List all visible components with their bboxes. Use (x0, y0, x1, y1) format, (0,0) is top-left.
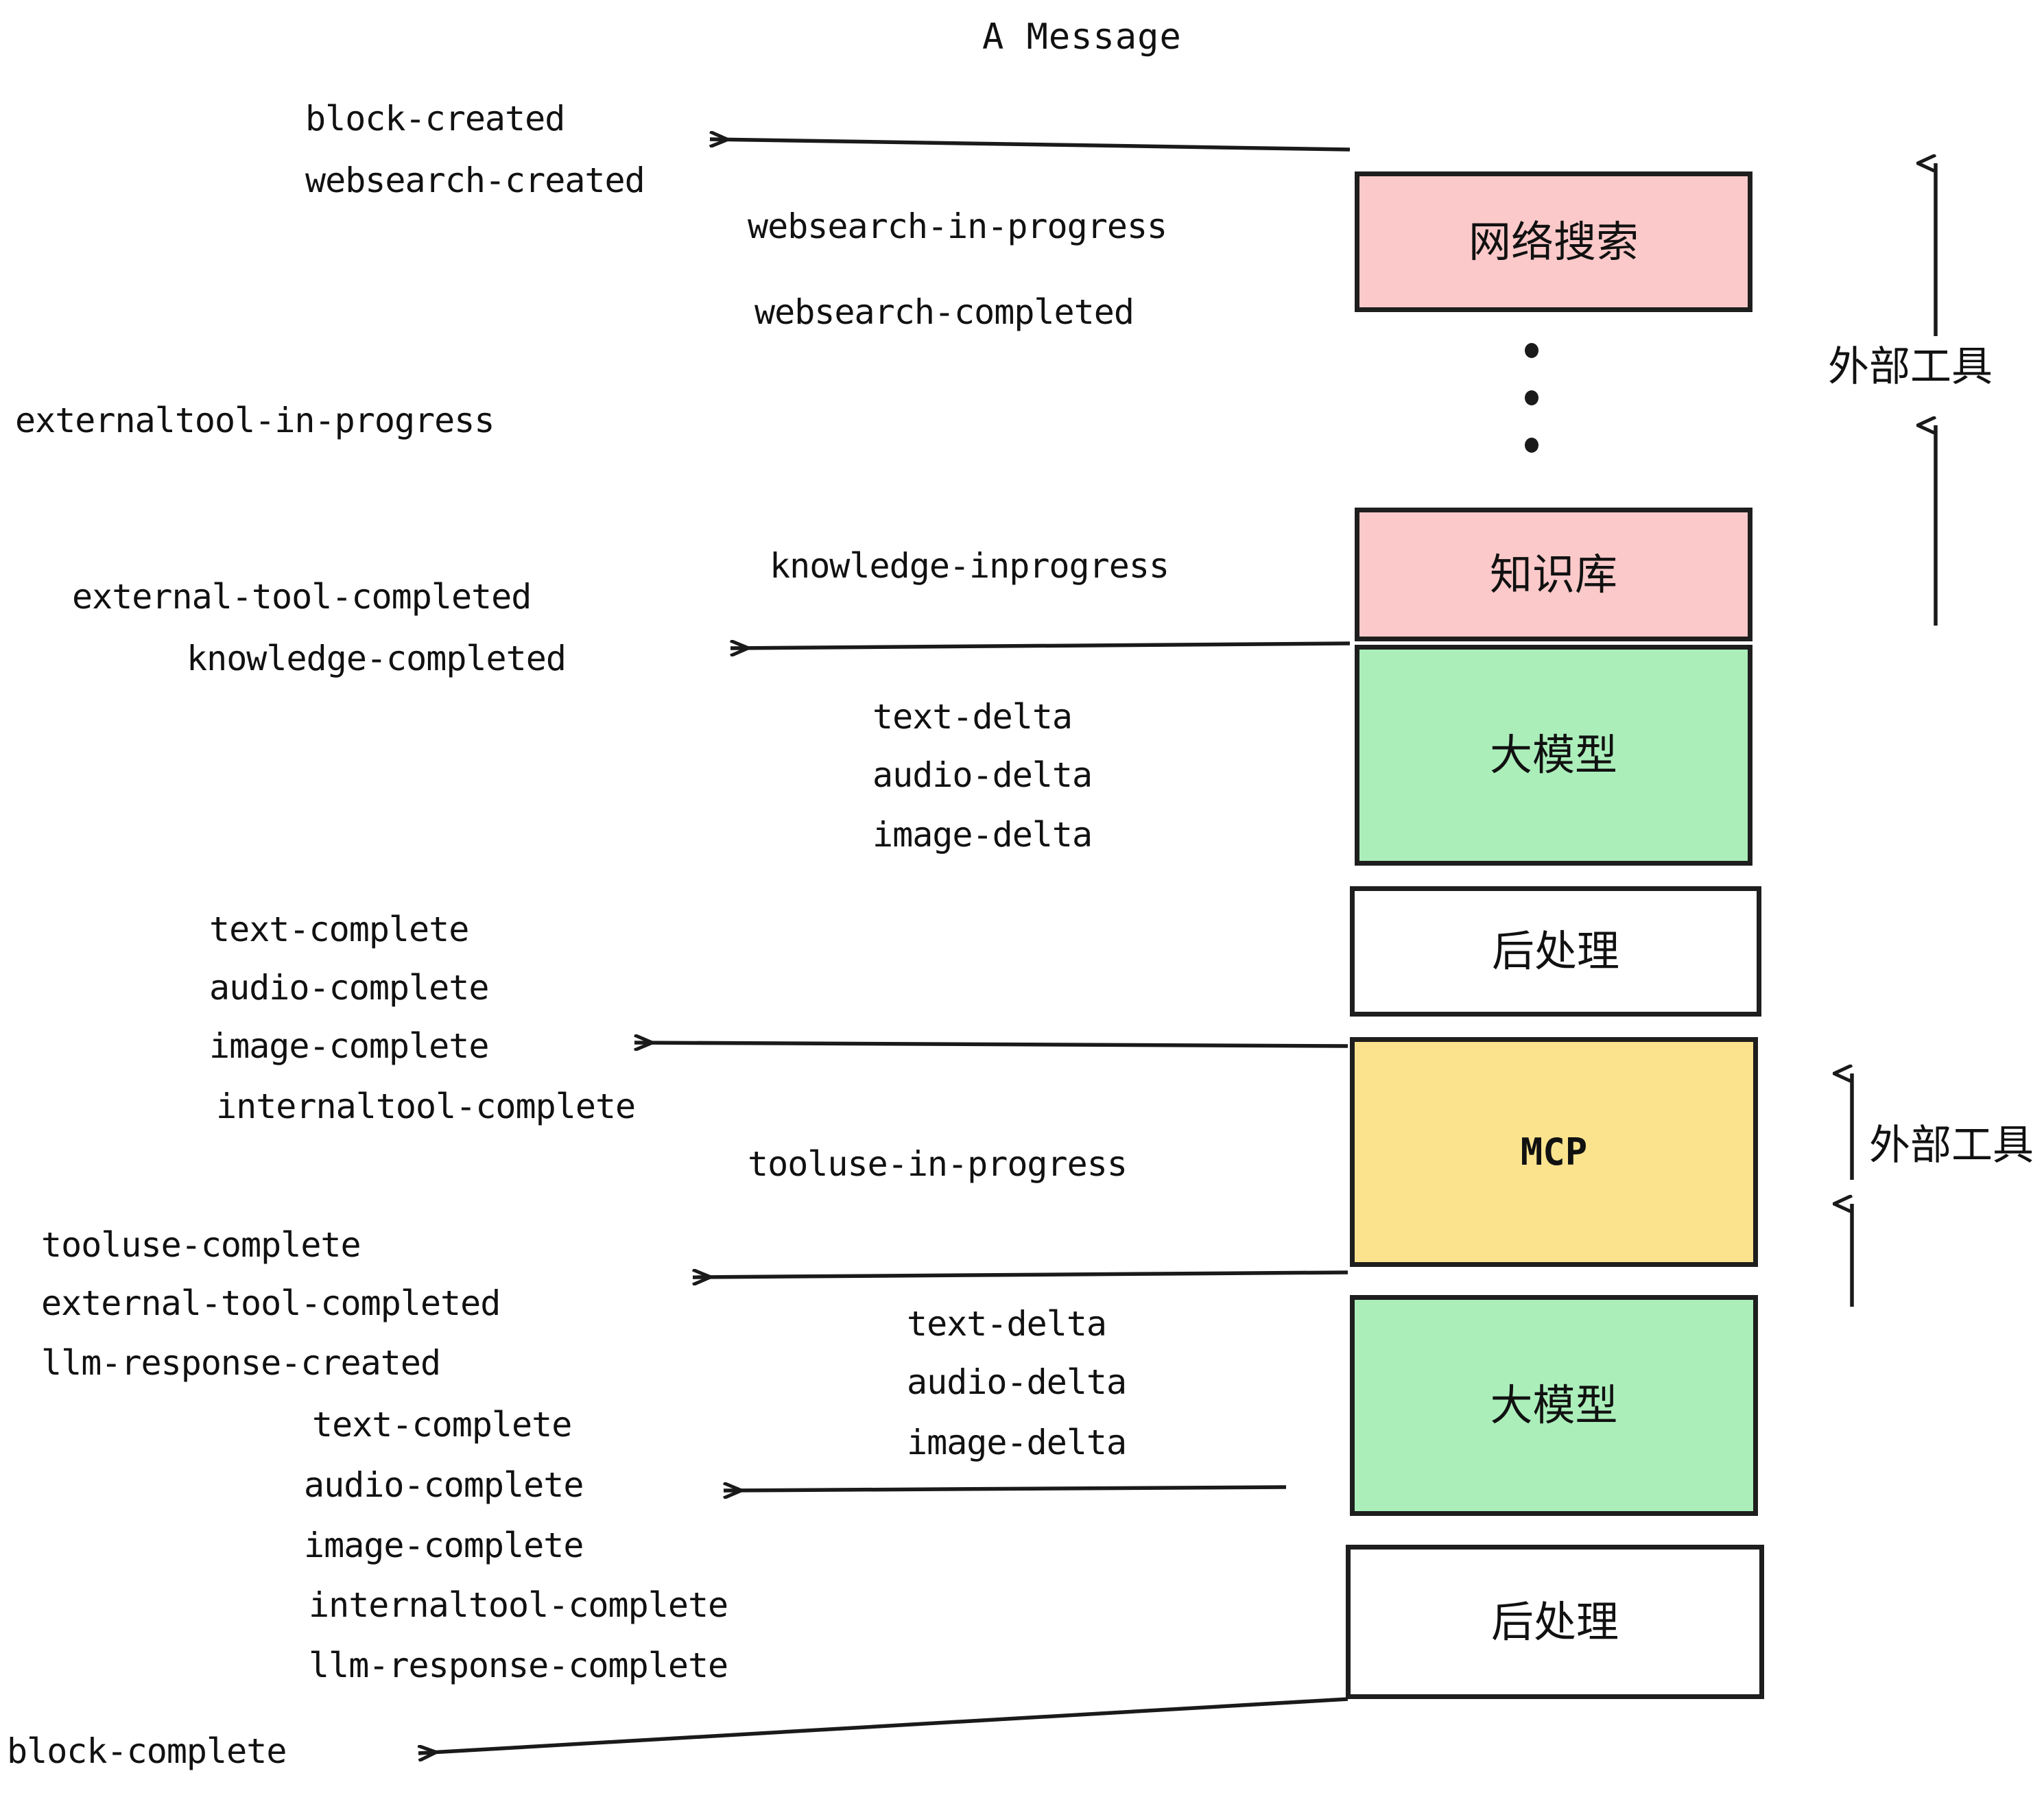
event-knowledge-inprogress: knowledge-inprogress (770, 546, 1169, 586)
arrow-knowledge-to-knowledge-completed (730, 643, 1351, 648)
label-external-tool-top: 外部工具 (1828, 343, 1993, 391)
ellipsis-dots (1524, 343, 1539, 453)
event-audio-complete-2: audio-complete (304, 1465, 584, 1505)
event-llm-response-complete: llm-response-complete (309, 1646, 728, 1685)
event-tooluse-complete: tooluse-complete (41, 1225, 361, 1265)
event-external-tool-completed-1: external-tool-completed (72, 577, 532, 617)
box-llm-bottom-label: 大模型 (1490, 1380, 1618, 1430)
box-mcp[interactable]: MCP (1350, 1037, 1758, 1267)
arrow-postprocess-to-image-complete (634, 1043, 1348, 1046)
event-internaltool-complete-1: internaltool-complete (216, 1087, 636, 1126)
event-knowledge-completed: knowledge-completed (187, 639, 567, 678)
arrow-mcp-to-tooluse-complete (693, 1272, 1348, 1277)
event-external-tool-completed-2: external-tool-completed (41, 1283, 501, 1323)
page-title: A Message (982, 16, 1182, 58)
box-postprocess-bottom-label: 后处理 (1490, 1596, 1619, 1647)
event-websearch-completed: websearch-completed (754, 292, 1134, 332)
label-external-tool-bottom: 外部工具 (1869, 1121, 2034, 1170)
event-internaltool-complete-2: internaltool-complete (309, 1585, 728, 1625)
event-text-delta-1: text-delta (872, 697, 1073, 737)
event-image-delta-1: image-delta (872, 815, 1093, 855)
event-llm-response-created: llm-response-created (41, 1343, 441, 1383)
event-websearch-created: websearch-created (305, 161, 645, 200)
box-knowledge-label: 知识库 (1489, 549, 1617, 600)
box-postprocess-top[interactable]: 后处理 (1350, 886, 1761, 1017)
box-mcp-label: MCP (1520, 1130, 1588, 1174)
box-postprocess-top-label: 后处理 (1491, 926, 1619, 976)
event-image-complete-1: image-complete (209, 1026, 489, 1066)
box-websearch-label: 网络搜索 (1468, 216, 1639, 267)
box-llm-bottom[interactable]: 大模型 (1350, 1295, 1758, 1516)
box-postprocess-bottom[interactable]: 后处理 (1346, 1545, 1764, 1699)
event-image-complete-2: image-complete (304, 1526, 584, 1565)
event-audio-delta-1: audio-delta (872, 755, 1093, 795)
box-llm-top-label: 大模型 (1489, 730, 1617, 780)
event-websearch-in-progress: websearch-in-progress (748, 206, 1167, 246)
event-text-delta-2: text-delta (907, 1304, 1107, 1344)
event-tooluse-in-progress: tooluse-in-progress (748, 1144, 1128, 1184)
box-knowledge[interactable]: 知识库 (1355, 508, 1752, 641)
arrow-postprocess-to-block-complete (418, 1697, 1348, 1753)
arrow-websearch-to-block-created (710, 139, 1351, 152)
event-audio-complete-1: audio-complete (209, 968, 489, 1008)
box-websearch[interactable]: 网络搜索 (1355, 171, 1752, 312)
arrow-llm-to-audio-complete (724, 1487, 1287, 1491)
event-text-complete-1: text-complete (209, 910, 469, 949)
event-audio-delta-2: audio-delta (907, 1362, 1127, 1402)
event-text-complete-2: text-complete (312, 1405, 572, 1445)
event-block-created: block-created (305, 99, 565, 139)
box-llm-top[interactable]: 大模型 (1355, 645, 1752, 866)
event-block-complete: block-complete (7, 1731, 287, 1771)
event-externaltool-in-progress: externaltool-in-progress (15, 401, 495, 440)
event-image-delta-2: image-delta (907, 1423, 1127, 1462)
